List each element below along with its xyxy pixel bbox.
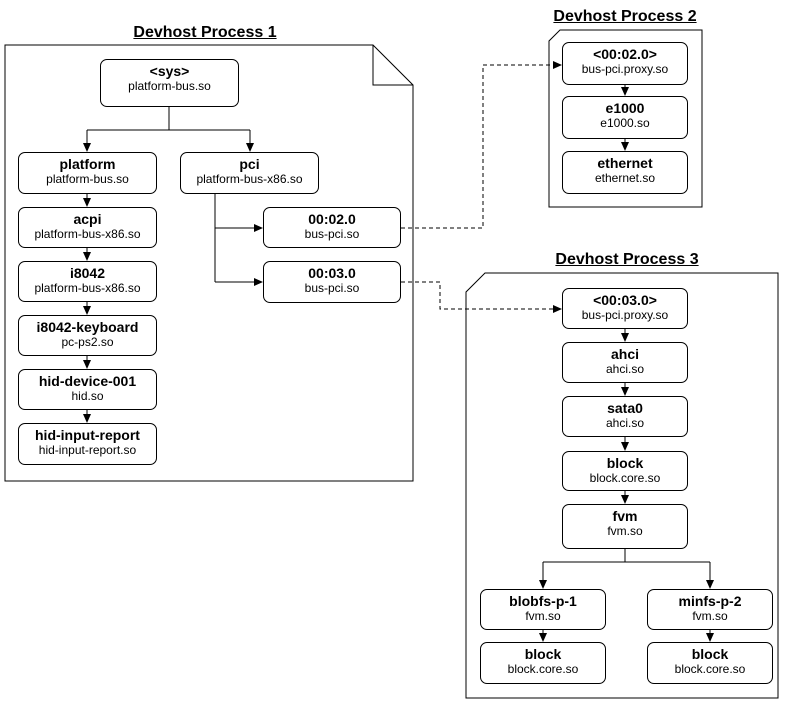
node-lib: platform-bus-x86.so (196, 172, 303, 186)
node-lib: bus-pci.so (304, 281, 360, 295)
node-block-blobfs: block block.core.so (480, 642, 606, 684)
node-name: ethernet (597, 155, 653, 171)
node-name: block (606, 455, 644, 471)
node-ahci: ahci ahci.so (562, 342, 688, 383)
node-block-minfs: block block.core.so (647, 642, 773, 684)
link-0002-proxy (401, 61, 562, 229)
process-1-title: Devhost Process 1 (133, 24, 277, 41)
node-platform: platform platform-bus.so (18, 152, 157, 194)
node-name: fvm (612, 508, 638, 524)
link-0003-proxy (401, 281, 562, 313)
node-lib: platform-bus-x86.so (34, 227, 141, 241)
node-lib: platform-bus.so (128, 79, 211, 93)
node-fvm: fvm fvm.so (562, 504, 688, 549)
node-lib: block.core.so (507, 662, 579, 676)
node-acpi: acpi platform-bus-x86.so (18, 207, 157, 248)
node-lib: platform-bus.so (46, 172, 129, 186)
node-name: ahci (610, 346, 639, 362)
node-name: hid-input-report (35, 427, 140, 443)
node-proxy-0003: <00:03.0> bus-pci.proxy.so (562, 288, 688, 329)
node-hid-device: hid-device-001 hid.so (18, 369, 157, 410)
process-3-title: Devhost Process 3 (555, 251, 699, 268)
node-name: hid-device-001 (38, 373, 137, 389)
node-pci-0003: 00:03.0 bus-pci.so (263, 261, 401, 303)
node-lib: bus-pci.proxy.so (581, 62, 669, 76)
node-lib: fvm.so (607, 524, 643, 538)
node-sata0: sata0 ahci.so (562, 396, 688, 437)
node-lib: bus-pci.so (304, 227, 360, 241)
node-lib: block.core.so (589, 471, 661, 485)
node-lib: ahci.so (605, 362, 645, 376)
node-name: <00:03.0> (593, 292, 657, 308)
node-name: <sys> (149, 63, 190, 79)
node-lib: pc-ps2.so (61, 335, 114, 349)
node-pci: pci platform-bus-x86.so (180, 152, 319, 194)
node-sys: <sys> platform-bus.so (100, 59, 239, 107)
node-name: i8042 (69, 265, 106, 281)
edge-fvm-split (543, 549, 710, 563)
node-lib: fvm.so (692, 609, 728, 623)
node-name: pci (239, 156, 260, 172)
node-lib: e1000.so (600, 116, 650, 130)
node-name: platform (59, 156, 116, 172)
process-1-fold-corner (372, 45, 413, 86)
node-name: minfs-p-2 (678, 593, 742, 609)
edge-sys-split (87, 107, 250, 131)
node-block: block block.core.so (562, 451, 688, 491)
node-lib: hid.so (71, 389, 104, 403)
node-name: block (524, 646, 562, 662)
node-lib: ethernet.so (594, 171, 656, 185)
node-e1000: e1000 e1000.so (562, 96, 688, 139)
node-lib: bus-pci.proxy.so (581, 308, 669, 322)
node-proxy-0002: <00:02.0> bus-pci.proxy.so (562, 42, 688, 85)
node-lib: platform-bus-x86.so (34, 281, 141, 295)
node-lib: hid-input-report.so (38, 443, 137, 457)
node-name: 00:03.0 (308, 265, 356, 281)
node-name: block (691, 646, 729, 662)
process-2-title: Devhost Process 2 (553, 8, 697, 25)
node-name: 00:02.0 (308, 211, 356, 227)
node-name: acpi (73, 211, 102, 227)
node-ethernet: ethernet ethernet.so (562, 151, 688, 194)
node-name: blobfs-p-1 (509, 593, 577, 609)
node-name: sata0 (607, 400, 643, 416)
node-name: e1000 (605, 100, 645, 116)
node-lib: ahci.so (605, 416, 645, 430)
node-lib: block.core.so (674, 662, 746, 676)
node-i8042-keyboard: i8042-keyboard pc-ps2.so (18, 315, 157, 356)
node-hid-input-report: hid-input-report hid-input-report.so (18, 423, 157, 465)
node-blobfs: blobfs-p-1 fvm.so (480, 589, 606, 630)
node-name: <00:02.0> (593, 46, 657, 62)
node-pci-0002: 00:02.0 bus-pci.so (263, 207, 401, 248)
node-i8042: i8042 platform-bus-x86.so (18, 261, 157, 302)
node-name: i8042-keyboard (36, 319, 139, 335)
node-minfs: minfs-p-2 fvm.so (647, 589, 773, 630)
node-lib: fvm.so (525, 609, 561, 623)
